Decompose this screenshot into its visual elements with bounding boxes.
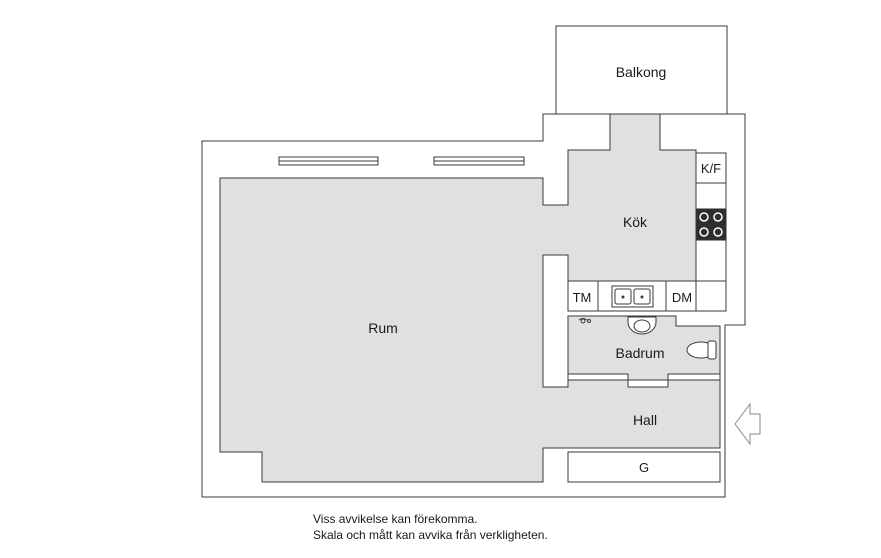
room-label-hall: Hall <box>633 412 657 428</box>
disclaimer-line-2: Skala och mått kan avvika från verklighe… <box>313 528 548 542</box>
washbasin-icon <box>627 316 657 335</box>
storage-g <box>567 451 721 483</box>
kf-label: K/F <box>701 161 721 176</box>
room-label-balkong: Balkong <box>616 64 667 80</box>
tm-label: TM <box>573 290 592 305</box>
kitchen-sink-icon <box>611 285 654 308</box>
shower-icon <box>578 318 591 324</box>
disclaimer: Viss avvikelse kan förekomma. Skala och … <box>313 511 548 543</box>
room-label-kok: Kök <box>623 214 648 230</box>
toilet-icon <box>686 340 717 360</box>
balcony-area <box>555 25 728 115</box>
room-label-badrum: Badrum <box>615 345 664 361</box>
window-right <box>433 156 525 166</box>
room-label-rum: Rum <box>368 320 398 336</box>
stove-icon <box>696 208 727 241</box>
wall-bath-hall-left <box>567 373 629 381</box>
dm-label: DM <box>672 290 692 305</box>
g-label: G <box>639 460 649 475</box>
window-left <box>278 156 379 166</box>
disclaimer-line-1: Viss avvikelse kan förekomma. <box>313 512 478 526</box>
entrance-arrow-icon <box>734 402 761 446</box>
wall-bath-hall-right <box>667 373 721 381</box>
